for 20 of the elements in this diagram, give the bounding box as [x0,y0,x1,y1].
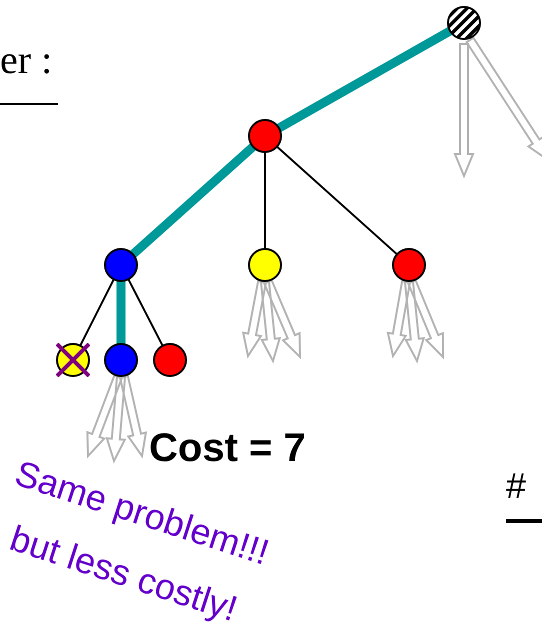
tree-edge [79,278,115,346]
hollow-arrow [86,374,123,458]
hollow-arrow [106,376,126,464]
hollow-arrow [262,279,302,360]
tree-edge [116,281,126,344]
tree-edge [276,146,398,256]
hollow-arrow [118,374,148,459]
cost-label: Cost = 7 [149,428,306,468]
hollow-arrow [386,280,412,359]
hollow-arrow [260,280,282,364]
hollow-arrow [454,43,474,179]
hollow-arrow [404,280,426,364]
heading-text: er : [0,40,52,80]
tree-edge [127,278,164,346]
tree-edge [264,152,266,249]
hollow-arrow [407,279,444,360]
tree-edge [276,26,452,132]
hollow-arrow [242,280,268,359]
tree-edge [130,143,256,258]
symbol-label: # [506,468,526,504]
